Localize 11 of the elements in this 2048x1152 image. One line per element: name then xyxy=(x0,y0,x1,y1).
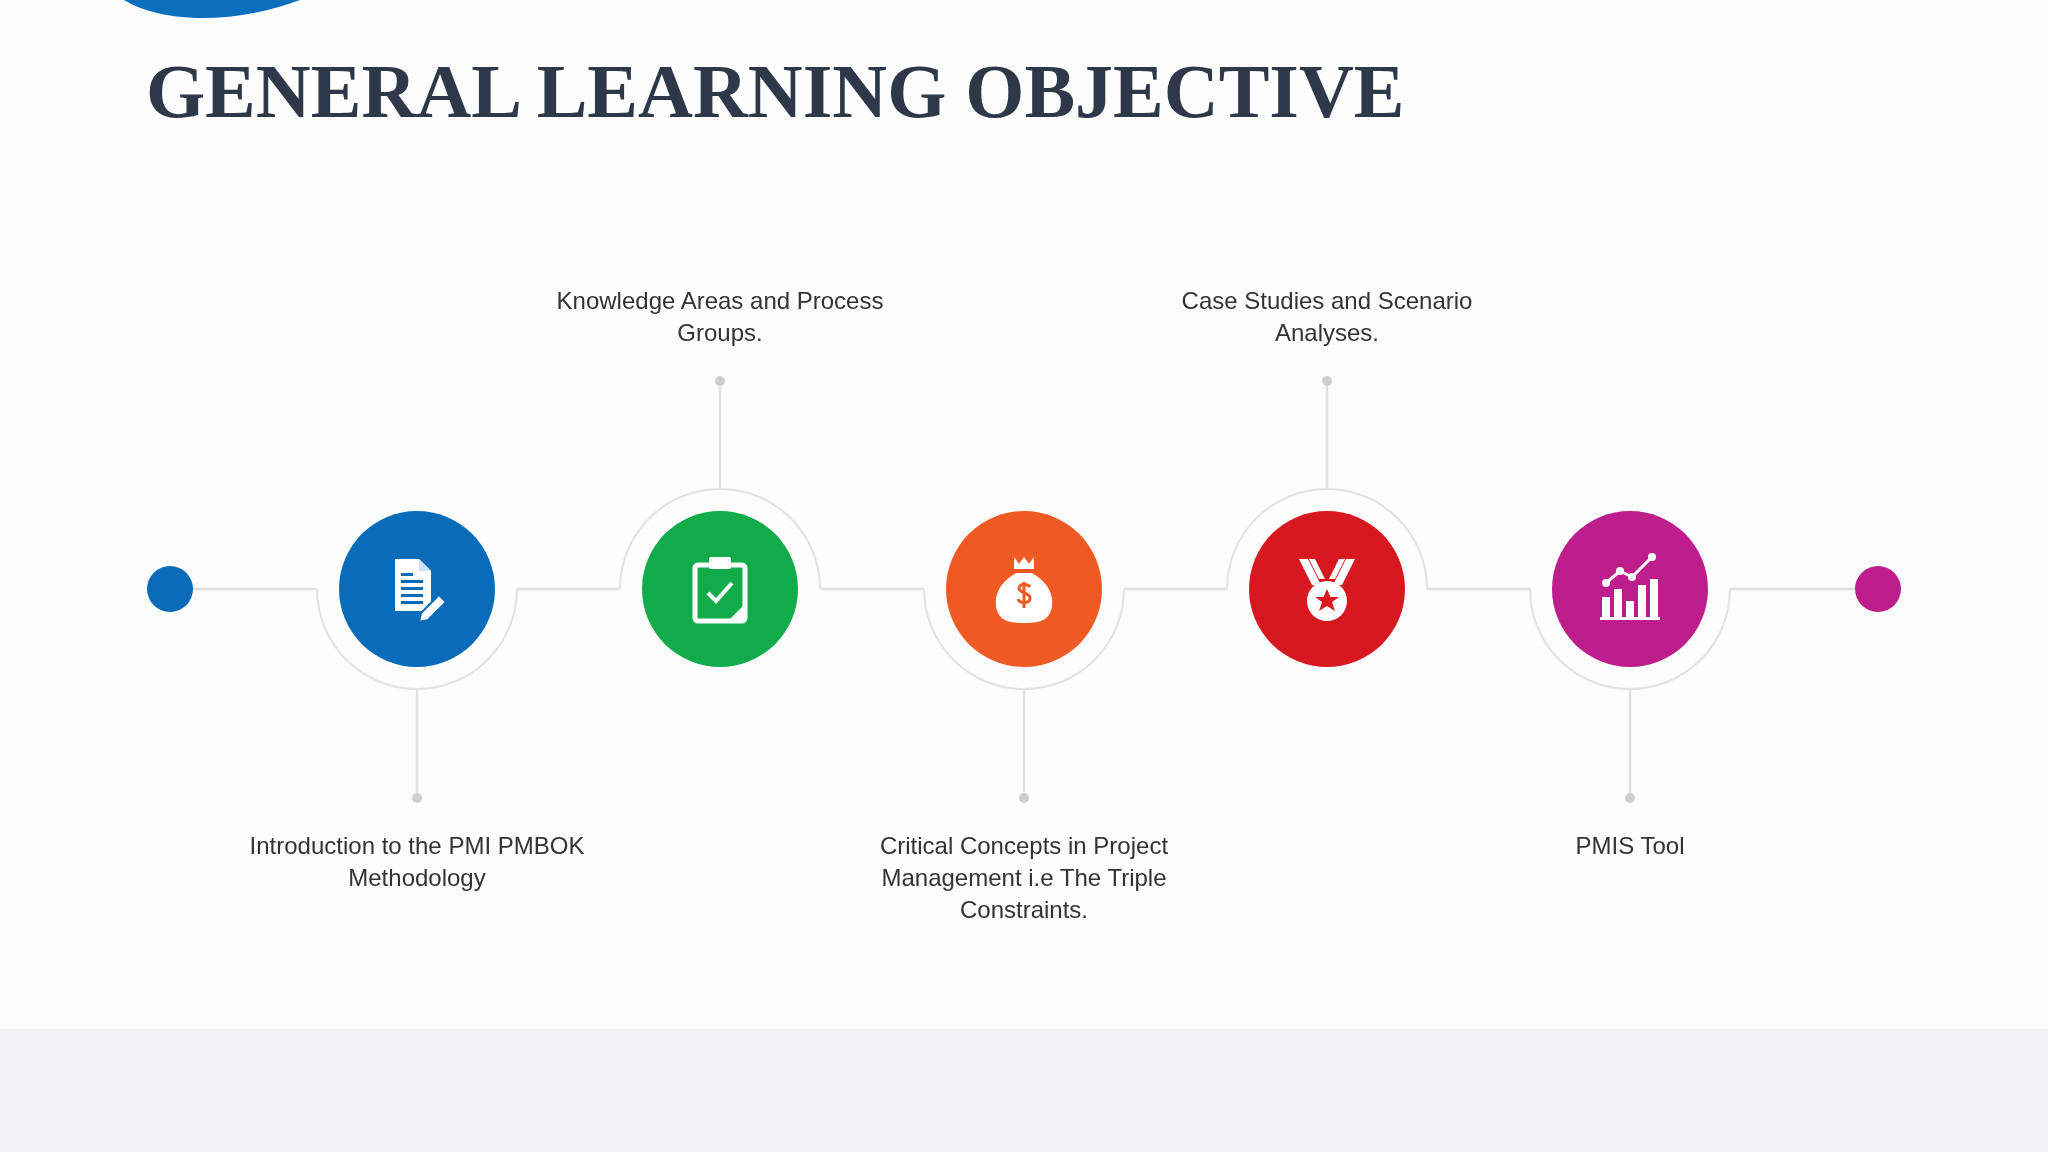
leader-line xyxy=(1322,376,1332,489)
objective-text: PMIS Tool xyxy=(1574,831,1686,861)
leader-line xyxy=(715,376,725,489)
objective-text: Knowledge Areas and Process Groups. xyxy=(555,286,885,348)
leader-line xyxy=(1625,689,1635,803)
objective-text: Critical Concepts in Project Management i.e The Triple Constraints. xyxy=(878,831,1170,925)
leader-line xyxy=(412,689,422,803)
leader-line xyxy=(1019,689,1029,803)
objective-text: Case Studies and Scenario Analyses. xyxy=(1180,286,1474,348)
objective-text: Introduction to the PMI PMBOK Methodology xyxy=(248,831,586,893)
title: GENERAL LEARNING OBJECTIVE xyxy=(146,48,1405,135)
